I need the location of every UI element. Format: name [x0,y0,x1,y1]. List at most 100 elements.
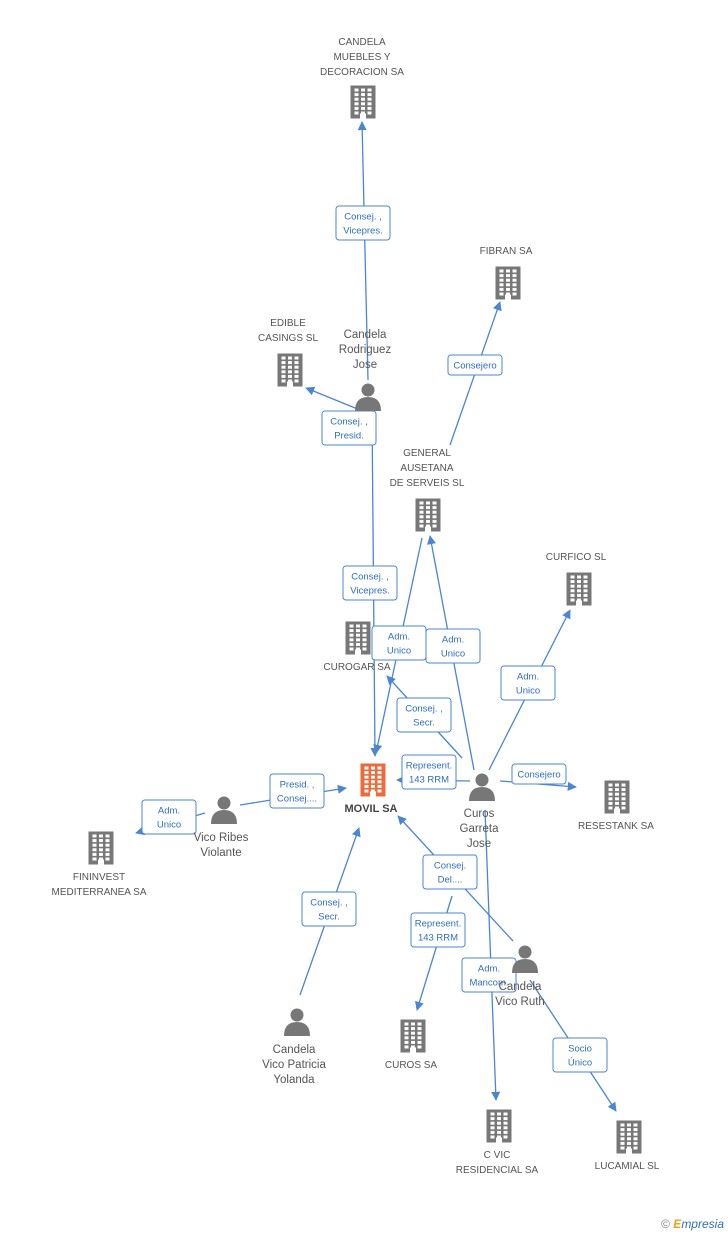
edge-label-curos_garreta-to-general_ausetana[interactable]: Adm. Unico [425,628,481,664]
edge-label-box [422,854,478,890]
edge-label-box [500,665,556,701]
node-curogar[interactable]: CUROGAR SA [323,621,391,674]
edge-label-box [552,1037,608,1073]
node-fibran[interactable]: FIBRAN SA [480,246,533,300]
building-icon [415,498,441,532]
node-label-cvic: RESIDENCIAL SA [456,1165,539,1176]
edge-label-text: Presid. , [280,780,315,791]
edge-label-vico_ribes-to-fininvest[interactable]: Adm.Unico [141,799,197,835]
node-label-resestank: RESESTANK SA [578,821,654,832]
edge-label-text: Del.... [438,875,463,886]
node-label-vico_ribes: Vico Ribes [194,832,249,844]
edge-label-text: Consej. , [310,898,348,909]
edge-label-text: Represent. [415,919,461,930]
edge-label-curos_garreta-to-cvic[interactable]: Adm. Mancom. [461,957,517,993]
edge-label-general_ausetana-to-movil[interactable]: Adm.Unico [371,625,427,661]
edge-label-text: Unico [157,820,181,831]
edge-label-text: 143 RRM [418,933,458,944]
edge-label-text: Unico [441,649,465,660]
edge-label-text: Consej. , [405,704,443,715]
edge-label-vico_ribes-to-movil[interactable]: Presid. , Consej.... [269,773,325,809]
person-icon [469,773,495,801]
node-label-candela_patricia: Vico Patricia [262,1059,326,1071]
building-icon [604,780,630,814]
node-label-general_ausetana: AUSETANA [400,463,453,474]
node-movil[interactable]: MOVIL SA [345,763,398,816]
edge-label-text: Unico [387,646,411,657]
node-label-curos_garreta: Jose [467,838,491,850]
edge-label-curos_garreta-to-curfico[interactable]: Adm. Unico [500,665,556,701]
person-icon [512,945,538,973]
edge-label-text: Consej. [434,861,466,872]
edge-label-box [410,912,466,948]
edge-label-curos_garreta-to-curogar[interactable]: Consej. , Secr. [396,697,452,733]
node-label-general_ausetana: GENERAL [403,448,451,459]
edge-label-text: Consejero [517,770,560,781]
building-icon [486,1109,512,1143]
edge-label-candela_ruth-to-movil[interactable]: Consej. Del.... [422,854,478,890]
edge-label-box [425,628,481,664]
node-resestank[interactable]: RESESTANK SA [578,780,654,833]
node-label-candela_ruth: Candela [499,981,542,993]
edge-label-text: Presid. [334,431,364,442]
edge-labels-layer: Consej. ,Vicepres.Consej. ,Presid.Consej… [141,205,608,1073]
brand-logo-initial[interactable]: E [673,1217,682,1231]
edge-label-box [335,205,391,241]
edge-label-text: Adm. [478,964,500,975]
node-label-candela_muebles: DECORACION SA [320,67,404,78]
edge-label-curos_garreta-to-movil[interactable]: Represent.143 RRM [401,754,457,790]
node-general_ausetana[interactable]: GENERAL AUSETANA DE SERVEIS SL [390,448,465,532]
building-icon [88,831,114,865]
footer: © Empresia [661,1217,724,1231]
edge-label-text: Unico [516,686,540,697]
person-icon [284,1008,310,1036]
edge-label-curos_garreta-to-resestank[interactable]: Consejero [511,763,567,785]
node-label-candela_muebles: MUEBLES Y [333,52,390,63]
edge-label-text: Adm. [442,635,464,646]
edge-label-box [321,410,377,446]
edge-label-text: Consej.... [277,794,317,805]
edge-label-candela_patricia-to-movil[interactable]: Consej. , Secr. [301,891,357,927]
edge-label-general_ausetana-to-fibran[interactable]: Consejero [447,354,503,376]
node-curfico[interactable]: CURFICO SL [546,552,607,606]
building-icon [400,1019,426,1053]
edge-label-box [269,773,325,809]
edge-label-candela_rodriguez-to-candela_muebles[interactable]: Consej. ,Vicepres. [335,205,391,241]
edge-label-text: Secr. [318,912,340,923]
edge-label-candela_ruth-to-curos_sa[interactable]: Represent. 143 RRM [410,912,466,948]
edge-label-text: 143 RRM [409,775,449,786]
node-lucamial[interactable]: LUCAMIAL SL [595,1120,660,1173]
building-icon [345,621,371,655]
building-icon [350,85,376,119]
node-curos_sa[interactable]: CUROS SA [385,1019,438,1072]
node-label-fininvest: FININVEST [73,872,125,883]
node-label-candela_patricia: Candela [273,1044,316,1056]
edge-label-box [141,799,197,835]
edge-candela_rodriguez-to-edible [305,386,361,411]
edge-label-text: Mancom. [469,978,508,989]
node-label-fibran: FIBRAN SA [480,246,533,257]
node-label-general_ausetana: DE SERVEIS SL [390,478,465,489]
edge-label-text: Consej. , [351,572,389,583]
edge-label-candela_rodriguez-to-movil[interactable]: Consej. ,Vicepres. [342,565,398,601]
node-label-candela_ruth: Vico Ruth [495,996,545,1008]
edge-label-text: Adm. [517,672,539,683]
edge-label-text: Socio [568,1044,592,1055]
edge-label-text: Vicepres. [343,226,382,237]
edge-label-text: Secr. [413,718,435,729]
brand-logo-text[interactable]: mpresia [681,1217,724,1231]
edge-label-candela_rodriguez-to-edible[interactable]: Consej. ,Presid. [321,410,377,446]
edge-label-box [401,754,457,790]
node-label-curos_garreta: Garreta [460,823,500,835]
